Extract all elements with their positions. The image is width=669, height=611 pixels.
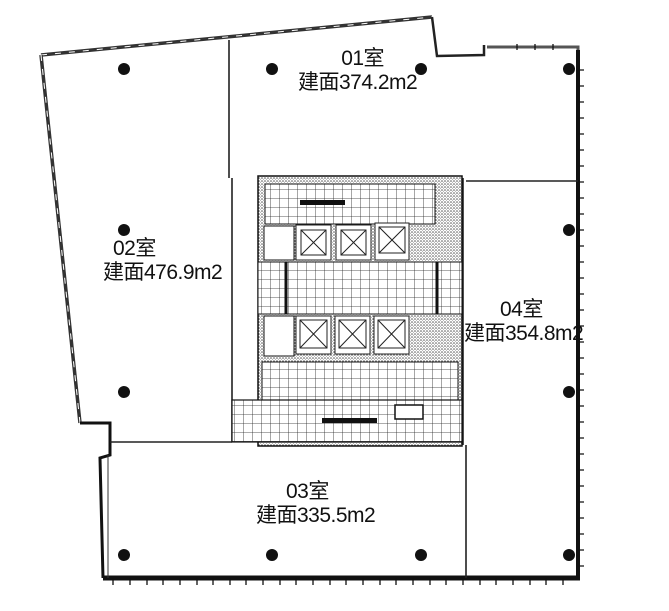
partition-walls xyxy=(110,40,578,578)
mullion-ticks xyxy=(112,44,584,585)
room-name: 01室 xyxy=(341,47,385,70)
structural-columns xyxy=(118,63,575,561)
elevator-lower-group xyxy=(295,315,410,355)
room-area: 建面374.2m2 xyxy=(298,71,418,94)
room-area: 建面335.5m2 xyxy=(256,504,376,527)
room-label-01: 01室 建面374.2m2 xyxy=(298,47,418,95)
building-core xyxy=(231,175,463,447)
room-area: 建面354.8m2 xyxy=(464,322,584,345)
elevator-upper-group xyxy=(295,222,410,261)
room-name: 03室 xyxy=(286,480,329,503)
room-name: 04室 xyxy=(500,298,543,321)
room-label-03: 03室 建面335.5m2 xyxy=(256,480,376,528)
exterior-walls xyxy=(39,15,580,581)
room-label-04: 04室 建面354.8m2 xyxy=(464,298,584,346)
room-name: 02室 xyxy=(113,237,156,260)
room-label-02: 02室 建面476.9m2 xyxy=(103,237,223,285)
room-area: 建面476.9m2 xyxy=(103,261,223,284)
